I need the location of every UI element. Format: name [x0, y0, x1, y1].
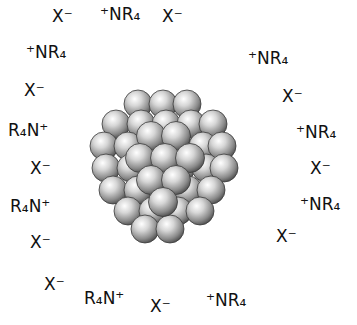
- metal-atom: [149, 188, 178, 217]
- metal-atom: [156, 215, 184, 243]
- halide-anion: X⁻: [24, 82, 45, 99]
- ammonium-cation: R₄N⁺: [8, 122, 48, 139]
- halide-anion: X⁻: [276, 228, 297, 245]
- metal-atom: [186, 197, 214, 225]
- ammonium-cation: ⁺NR₄: [296, 124, 336, 141]
- halide-anion: X⁻: [30, 234, 51, 251]
- ammonium-cation: ⁺NR₄: [26, 44, 66, 61]
- halide-anion: X⁻: [52, 8, 73, 25]
- halide-anion: X⁻: [44, 276, 65, 293]
- halide-anion: X⁻: [282, 88, 303, 105]
- halide-anion: X⁻: [30, 160, 51, 177]
- halide-anion: X⁻: [162, 8, 183, 25]
- metal-atom: [131, 215, 159, 243]
- ammonium-cation: ⁺NR₄: [300, 196, 340, 213]
- ammonium-cation: ⁺NR₄: [206, 292, 246, 309]
- halide-anion: X⁻: [310, 160, 331, 177]
- ammonium-cation: R₄N⁺: [84, 290, 124, 307]
- halide-anion: X⁻: [150, 298, 171, 315]
- ammonium-cation: R₄N⁺: [10, 198, 50, 215]
- metal-cluster: [90, 90, 238, 243]
- ammonium-cation: ⁺NR₄: [100, 6, 140, 23]
- ammonium-cation: ⁺NR₄: [248, 50, 288, 67]
